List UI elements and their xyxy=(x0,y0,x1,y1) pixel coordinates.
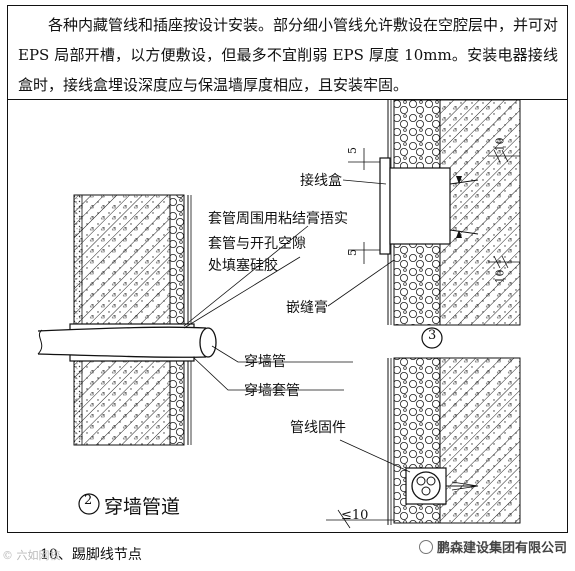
intro-paragraph-box: 各种内藏管线和插座按设计安装。部分细小管线允许敷设在空腔层中，并可对 EPS 局… xyxy=(8,6,567,100)
detail-3-circle xyxy=(421,327,443,349)
dim-5-top: 5 xyxy=(346,147,359,154)
detail-2-circle xyxy=(78,493,100,515)
detail-3-number: 3 xyxy=(428,328,437,343)
dim-5-bottom: 5 xyxy=(346,249,359,256)
dim-10-bottom: 10 xyxy=(493,269,507,284)
junction-box xyxy=(389,167,451,245)
detail-frame xyxy=(7,5,568,533)
junction-box-detail xyxy=(326,99,521,529)
conduit xyxy=(411,471,441,501)
wall-pipe xyxy=(37,326,207,332)
label-sleeve-gap: 套管与开孔空隙 xyxy=(208,236,306,252)
label-sleeve-sealant: 套管周围用粘结膏捂实 xyxy=(208,211,348,227)
label-pipe-fixing: 管线固件 xyxy=(290,420,346,436)
drawing-svg xyxy=(37,99,521,529)
label-junction-box: 接线盒 xyxy=(300,173,342,189)
box-cover-plate xyxy=(379,157,391,255)
wall-penetration-detail xyxy=(37,194,353,515)
detail-2-title: 穿墙管道 xyxy=(104,496,181,518)
watermark-left: © 六如网校 xyxy=(2,549,61,562)
label-silicone-fill: 处填塞硅胶 xyxy=(208,258,278,274)
brand-icon xyxy=(418,540,433,554)
construction-drawing: 套管周围用粘结膏捂实 套管与开孔空隙 处填塞硅胶 穿墙管 穿墙套管 2 穿墙管道… xyxy=(8,99,567,532)
detail-2-number: 2 xyxy=(84,493,93,508)
eps-insulation-upper xyxy=(169,194,185,331)
label-wall-pipe: 穿墙管 xyxy=(244,354,286,370)
eps-insulation-lower xyxy=(169,354,185,446)
section-heading: 10、踢脚线节点 xyxy=(40,547,142,563)
dim-10-top: 10 xyxy=(493,137,507,152)
label-caulk: 嵌缝膏 xyxy=(286,300,328,316)
label-wall-sleeve: 穿墙套管 xyxy=(244,383,300,399)
watermark-right-text: 鹏森建设集团有限公司 xyxy=(436,541,567,556)
dim-le-10: ≤10 xyxy=(341,508,369,523)
watermark-right: 鹏森建设集团有限公司 xyxy=(418,537,567,556)
intro-text: 各种内藏管线和插座按设计安装。部分细小管线允许敷设在空腔层中，并可对 EPS 局… xyxy=(18,16,559,94)
